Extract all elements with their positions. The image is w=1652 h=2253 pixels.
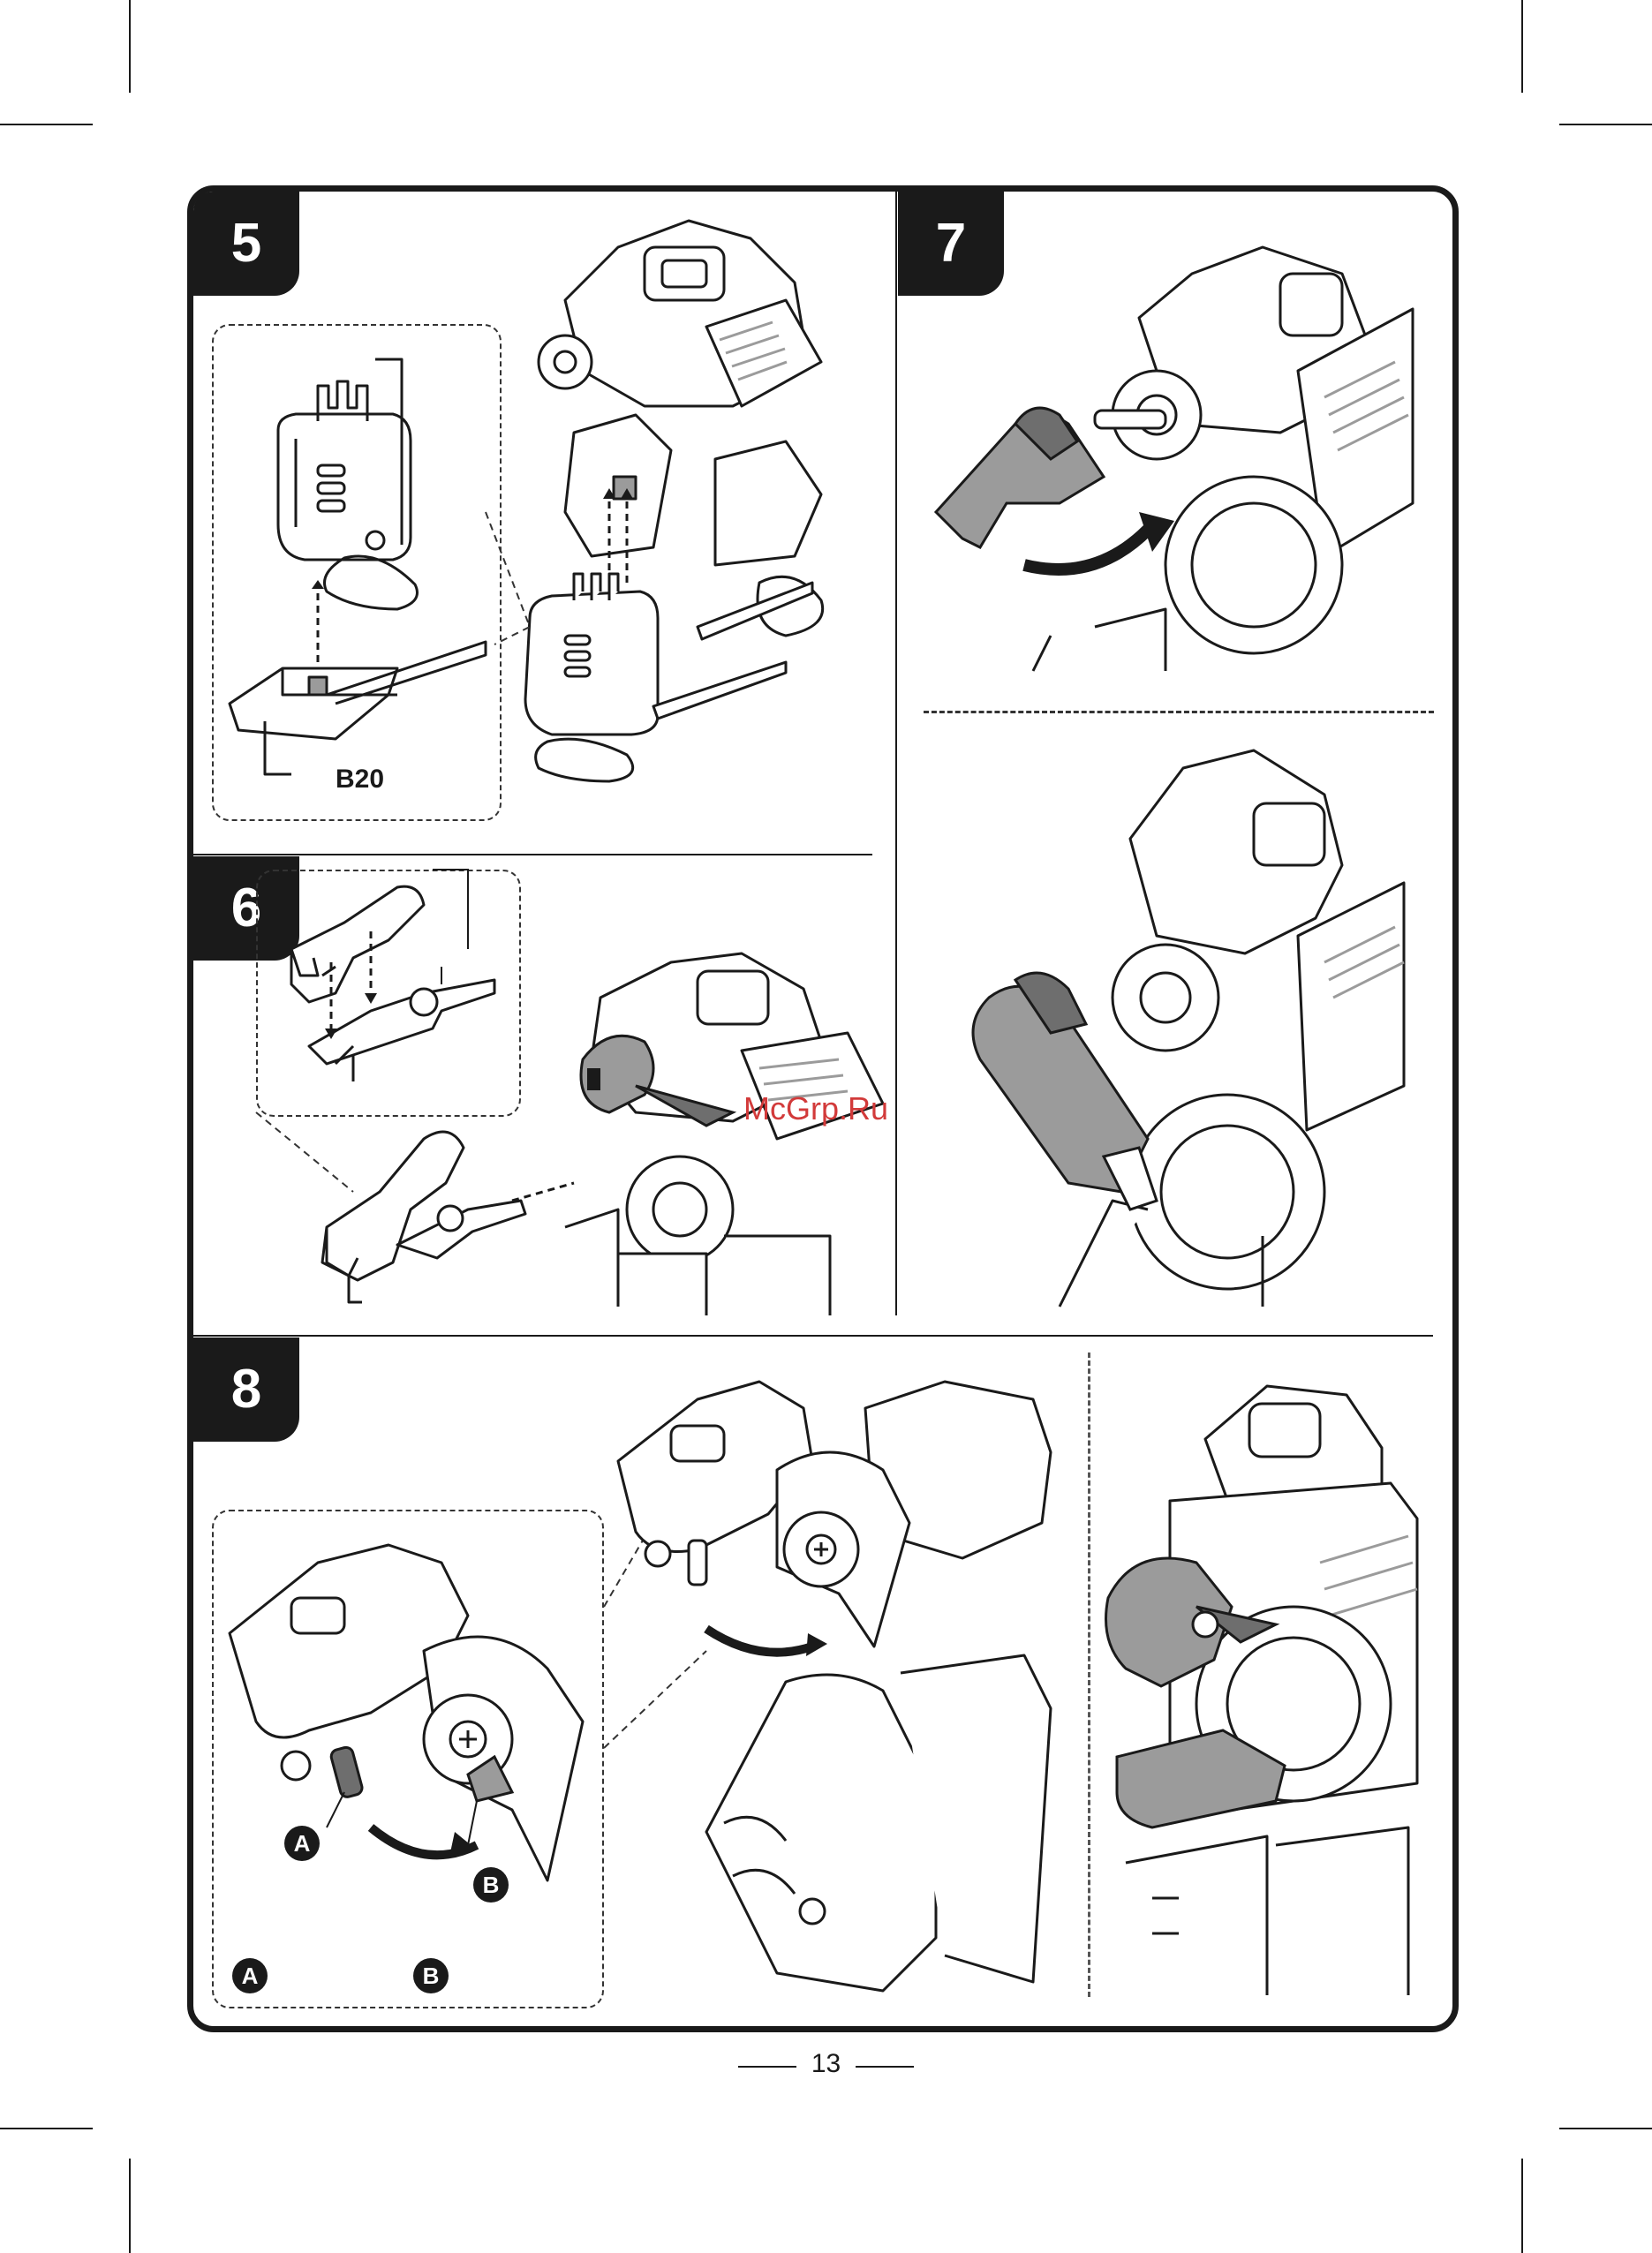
step-number-badge: 5: [193, 192, 299, 296]
legend-marker-b: B: [413, 1958, 449, 1993]
watermark-text: McGrp.Ru: [743, 1090, 888, 1127]
crop-mark: [129, 2159, 131, 2253]
marker-b-badge: B: [473, 1867, 509, 1903]
divider-step8-dashed: [1088, 1353, 1090, 1997]
divider-vertical: [895, 190, 897, 1315]
step-number-badge: 8: [193, 1337, 299, 1442]
crop-mark: [1559, 2128, 1652, 2129]
divider-step8: [192, 1335, 1433, 1337]
divider-step5-6: [192, 854, 872, 855]
part-label: B20: [336, 765, 384, 795]
arm-rotated-result-illustration: [927, 733, 1404, 1315]
crop-mark: [0, 124, 93, 125]
crop-mark: [1521, 2159, 1523, 2253]
crop-mark: [1521, 0, 1523, 93]
detail-hinge-illustration: [212, 1510, 604, 2008]
crop-mark: [1559, 124, 1652, 125]
page-number: 13: [0, 2049, 1652, 2079]
detail-arm-assembly-illustration: [256, 870, 521, 1117]
crop-mark: [129, 0, 131, 93]
page-number-rule: [856, 2066, 914, 2068]
legend-marker-a: A: [232, 1958, 268, 1993]
divider-step7-dashed: [924, 711, 1434, 713]
robot-leg-attach-illustration: [494, 212, 883, 821]
arm-rotate-illustration: [918, 212, 1413, 671]
detail-leg-assembly-illustration: [212, 324, 503, 823]
crop-mark: [0, 2128, 93, 2129]
arm-side-illustration: [300, 1112, 530, 1315]
robot-hinge-illustration: [609, 1364, 1060, 2000]
hinge-result-illustration: [1099, 1351, 1435, 2000]
marker-a-badge: A: [284, 1826, 320, 1861]
